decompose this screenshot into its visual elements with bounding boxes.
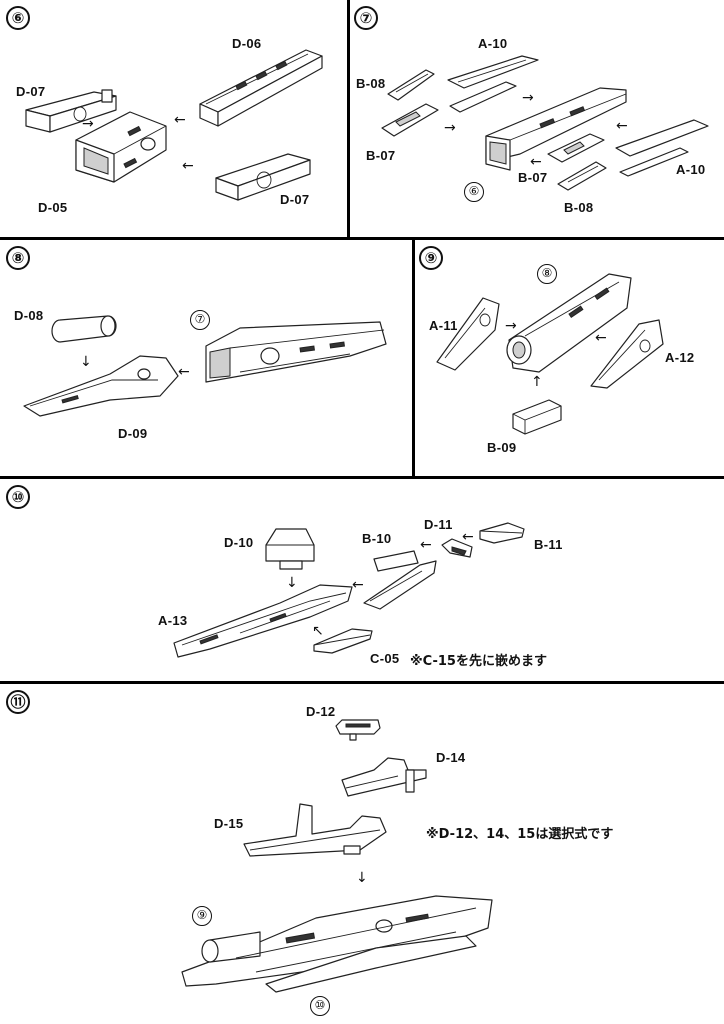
reference-step: ⑦ <box>190 310 210 330</box>
part-label: D-14 <box>436 750 466 765</box>
arrow-icon: ← <box>178 364 190 380</box>
part-d15-drawing <box>240 800 390 860</box>
arrow-icon: ← <box>530 154 542 170</box>
part-a10-drawing <box>446 54 542 114</box>
divider <box>0 681 724 684</box>
step-7-panel: ⑦ A-10 B-08 B-07 A-10 B-07 B-08 ⑥ <box>350 0 724 237</box>
part-label: B-08 <box>356 76 386 91</box>
arrow-icon: ← <box>616 118 628 134</box>
part-label: A-10 <box>478 36 508 51</box>
part-label: D-09 <box>118 426 148 441</box>
part-label: D-07 <box>280 192 310 207</box>
arrow-icon: ← <box>174 112 186 128</box>
part-label: A-11 <box>429 318 458 333</box>
part-assembly-drawing <box>200 316 390 396</box>
part-label: D-11 <box>424 517 453 532</box>
part-label: A-10 <box>676 162 706 177</box>
step-11-panel: ⑪ D-12 D-14 D-15 ※D-12、14、15は選択式です ⑨ ⑩ ↓ <box>0 684 724 1024</box>
part-label: C-05 <box>370 651 400 666</box>
step-number: ⑧ <box>6 246 30 270</box>
part-a12-drawing <box>587 316 667 392</box>
divider <box>412 237 415 478</box>
part-d06-drawing <box>196 46 326 128</box>
part-d08-drawing <box>52 314 118 344</box>
part-label: D-10 <box>224 535 254 550</box>
divider <box>0 476 724 479</box>
arrow-icon: ← <box>182 158 194 174</box>
part-b07-drawing <box>546 130 606 166</box>
part-b09-drawing <box>509 396 565 436</box>
part-d07-drawing <box>214 148 314 204</box>
part-label: B-07 <box>366 148 396 163</box>
divider <box>347 0 350 238</box>
arrow-icon: → <box>522 90 534 106</box>
part-label: D-05 <box>38 200 68 215</box>
part-d05-drawing <box>70 104 170 194</box>
part-label: D-15 <box>214 816 244 831</box>
part-d14-drawing <box>338 754 428 800</box>
arrow-icon: → <box>82 116 94 132</box>
part-a10-drawing <box>614 118 710 178</box>
part-b08-drawing <box>386 68 436 104</box>
arrow-icon: → <box>444 120 456 136</box>
part-label: D-12 <box>306 704 336 719</box>
divider <box>0 237 724 240</box>
arrow-icon: ↓ <box>356 870 368 886</box>
part-label: B-07 <box>518 170 548 185</box>
step-number: ⑦ <box>354 6 378 30</box>
arrow-icon: ← <box>595 330 607 346</box>
step-6-panel: ⑥ D-06 D-07 D-05 D-07 → ← ← <box>0 0 347 237</box>
part-b10-drawing <box>360 547 440 611</box>
assembly-note: ※D-12、14、15は選択式です <box>426 827 614 842</box>
step-number: ⑥ <box>6 6 30 30</box>
step-9-panel: ⑨ A-11 A-12 B-09 ⑧ → ← ↑ <box>415 240 724 476</box>
reference-step: ⑧ <box>537 264 557 284</box>
part-assembly-drawing <box>176 888 496 998</box>
part-label: B-08 <box>564 200 594 215</box>
part-label: A-13 <box>158 613 188 628</box>
part-label: B-11 <box>534 537 563 552</box>
part-assembly-drawing <box>480 84 630 174</box>
part-label: A-12 <box>665 350 695 365</box>
step-8-panel: ⑧ D-08 D-09 ⑦ ↓ ← <box>0 240 412 476</box>
part-b08-drawing <box>556 158 608 194</box>
step-10-panel: ⑩ D-11 B-11 D-10 B-10 A-13 C-05 ※C-15を先に… <box>0 479 724 681</box>
step-number: ⑪ <box>6 690 30 714</box>
part-label: B-10 <box>362 531 392 546</box>
arrow-icon: ← <box>352 577 364 593</box>
reference-step: ⑩ <box>310 996 330 1016</box>
reference-step: ⑥ <box>464 182 484 202</box>
part-label: D-08 <box>14 308 44 323</box>
part-d12-drawing <box>334 718 382 742</box>
part-a13-drawing <box>170 579 356 659</box>
arrow-icon: ↓ <box>286 575 298 591</box>
part-label: B-09 <box>487 440 517 455</box>
part-b07-drawing <box>380 100 440 140</box>
step-number: ⑨ <box>419 246 443 270</box>
arrow-icon: ← <box>462 529 474 545</box>
part-label: D-07 <box>16 84 46 99</box>
part-d09-drawing <box>20 350 180 420</box>
arrow-icon: → <box>505 318 517 334</box>
part-d11-drawing <box>440 537 474 561</box>
arrow-icon: ↖ <box>312 623 324 639</box>
part-d10-drawing <box>262 525 318 573</box>
part-label: D-06 <box>232 36 262 51</box>
assembly-note: ※C-15を先に嵌めます <box>410 654 547 669</box>
part-d07-drawing <box>24 88 120 136</box>
step-number: ⑩ <box>6 485 30 509</box>
part-a11-drawing <box>433 294 503 374</box>
part-b11-drawing <box>478 521 526 545</box>
part-assembly-drawing <box>499 268 639 378</box>
part-c05-drawing <box>312 625 376 655</box>
arrow-icon: ↓ <box>80 354 92 370</box>
arrow-icon: ← <box>420 537 432 553</box>
reference-step: ⑨ <box>192 906 212 926</box>
arrow-icon: ↑ <box>531 374 543 390</box>
